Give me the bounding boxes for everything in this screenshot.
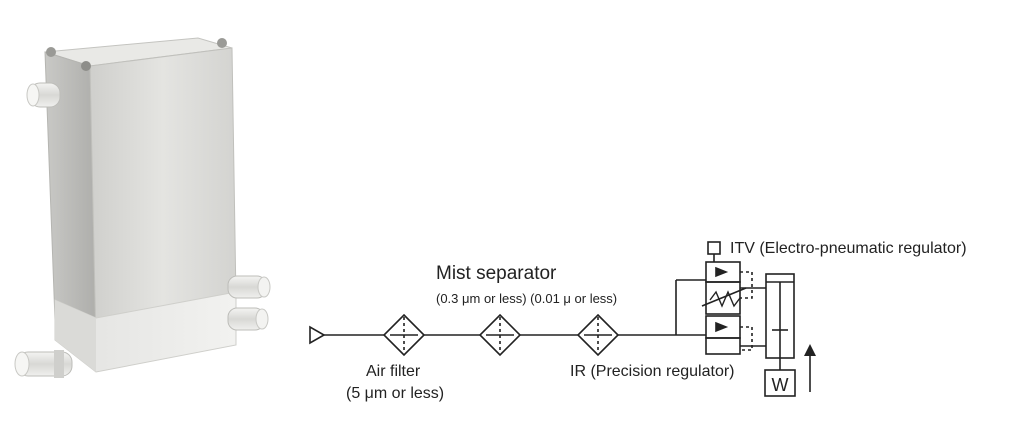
ir-label: IR (Precision regulator): [570, 363, 735, 380]
screw-icon: [81, 61, 91, 71]
air-supply-icon: [309, 325, 326, 345]
product-image: [14, 37, 271, 378]
air-filter-symbol: [382, 313, 426, 357]
right-fitting-lower: [227, 307, 269, 331]
itv-regulator-symbol: [701, 241, 753, 315]
screw-icon: [46, 47, 56, 57]
mist-separator-ratings: (0.3 μm or less) (0.01 μ or less): [436, 291, 617, 306]
weight-label: W: [772, 375, 789, 395]
screw-icon: [217, 38, 227, 48]
ir-regulator-symbol: [705, 315, 753, 355]
top-fitting: [26, 82, 61, 108]
weight-box: [764, 369, 796, 397]
mist-separator-1-symbol: [478, 313, 522, 357]
mist-separator-2-symbol: [576, 313, 620, 357]
left-fitting: [14, 350, 73, 378]
mist-separator-label: Mist separator: [436, 263, 557, 284]
pneumatic-circuit: [309, 241, 816, 397]
air-filter-label: Air filter: [366, 363, 421, 380]
itv-label: ITV (Electro-pneumatic regulator): [730, 240, 967, 257]
right-fitting-upper: [227, 275, 271, 299]
air-filter-rating: (5 μm or less): [346, 385, 444, 402]
air-cylinder-symbol: [765, 273, 795, 370]
